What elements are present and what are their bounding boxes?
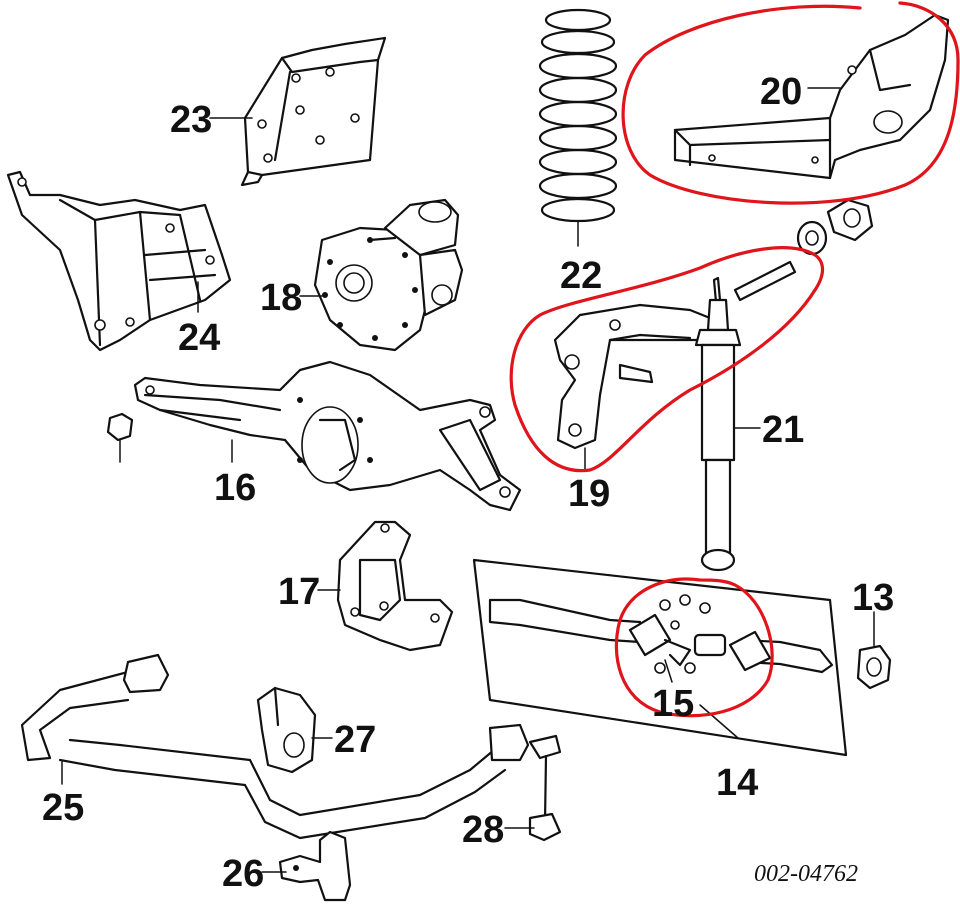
- label-13: 13: [852, 577, 894, 619]
- part-27-bushing: [256, 686, 317, 774]
- part-22-coil-spring: [538, 8, 618, 223]
- label-28: 28: [462, 809, 504, 851]
- highlight-circle-15: [614, 577, 774, 718]
- part-19-lower-bracket: [553, 303, 722, 450]
- label-24: 24: [178, 317, 220, 359]
- part-24-mount: [6, 170, 232, 352]
- leader-15: [664, 659, 673, 683]
- part-bushings-upper: [796, 198, 874, 256]
- leader-14: [699, 704, 739, 739]
- label-25: 25: [42, 787, 84, 829]
- label-19: 19: [568, 473, 610, 515]
- highlight-circle-19: [509, 246, 825, 473]
- part-18-housing: [313, 198, 464, 352]
- label-17: 17: [278, 571, 320, 613]
- part-14-axle-kit: [472, 558, 848, 757]
- label-23: 23: [170, 99, 212, 141]
- label-21: 21: [762, 409, 804, 451]
- part-17-bracket: [336, 520, 454, 652]
- part-23-bracket: [240, 36, 387, 187]
- part-20-upper-bracket: [673, 13, 950, 180]
- part-25-stabilizer-bar: [20, 653, 562, 842]
- label-27: 27: [334, 719, 376, 761]
- part-bushing-small: [106, 412, 134, 463]
- label-18: 18: [260, 277, 302, 319]
- label-26: 26: [222, 853, 264, 895]
- part-26-clamp: [278, 830, 352, 902]
- label-20: 20: [760, 71, 802, 113]
- diagram-code: 002-04762: [754, 861, 858, 887]
- part-16-trailing-arm: [133, 360, 522, 512]
- label-16: 16: [214, 467, 256, 509]
- label-22: 22: [560, 255, 602, 297]
- part-21-shock-absorber: [694, 260, 797, 572]
- label-14: 14: [716, 762, 758, 804]
- part-13-bushing: [856, 644, 892, 690]
- label-15: 15: [652, 683, 694, 725]
- highlight-circle-20: [621, 1, 960, 205]
